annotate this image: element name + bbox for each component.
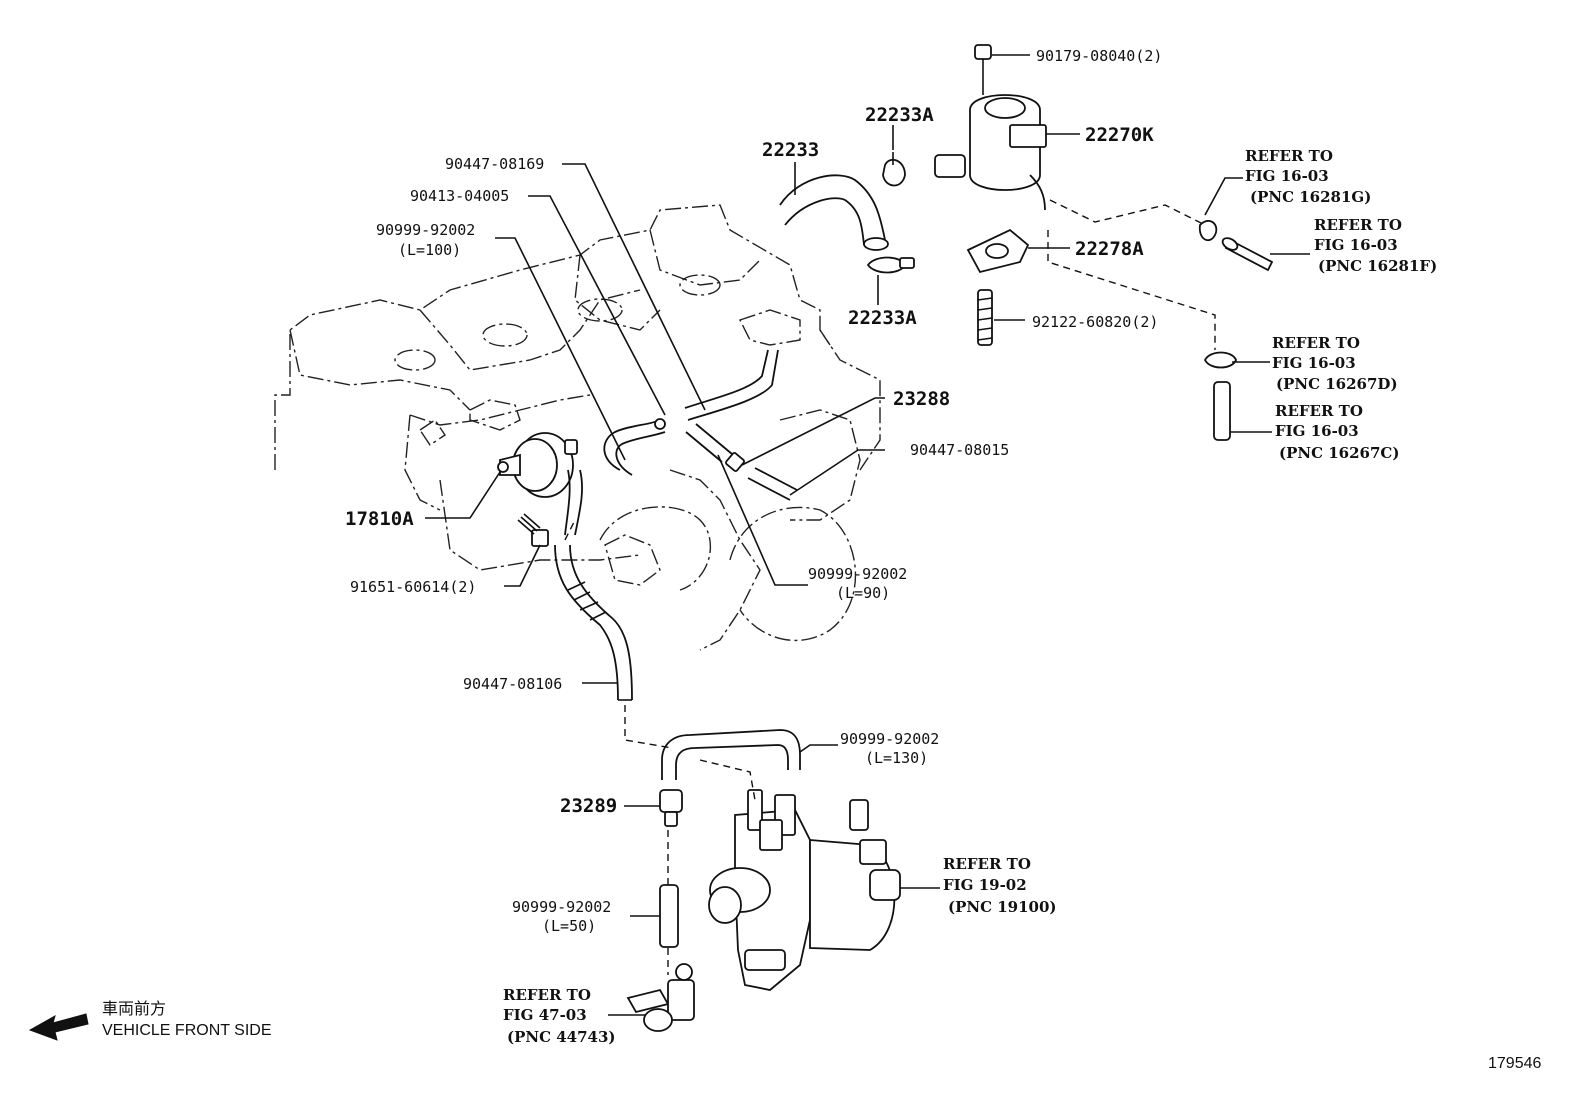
label-23288: 23288 <box>893 388 950 410</box>
clip-22233a-bottom <box>866 256 915 274</box>
right-hose-16267c <box>1213 381 1231 441</box>
refer-notes: REFER TO FIG 16-03 (PNC 16281G) REFER TO… <box>503 147 1437 1046</box>
label-90179-08040: 90179-08040(2) <box>1036 47 1162 65</box>
label-22233: 22233 <box>762 139 819 161</box>
label-90447-08169: 90447-08169 <box>445 155 544 173</box>
right-hose-16281f <box>1221 237 1274 272</box>
refer-16267d-line3: (PNC 16267D) <box>1276 375 1398 393</box>
refer-16281g-line1: REFER TO <box>1245 147 1333 165</box>
refer-19100-line1: REFER TO <box>943 855 1031 873</box>
bolt-91651 <box>517 513 549 547</box>
refer-16267c-line1: REFER TO <box>1275 402 1363 420</box>
refer-19100-line2: FIG 19-02 <box>943 876 1027 894</box>
refer-16267c-line3: (PNC 16267C) <box>1279 444 1399 462</box>
vehicle-front-indicator: 車両前方 VEHICLE FRONT SIDE <box>28 1000 272 1041</box>
refer-16281f-line2: FIG 16-03 <box>1314 236 1398 254</box>
clip-22233a-top <box>882 152 906 187</box>
distributor-assembly <box>708 789 901 991</box>
refer-16281g-line3: (PNC 16281G) <box>1250 188 1371 206</box>
label-length-130: (L=130) <box>865 749 928 767</box>
direction-label-en: VEHICLE FRONT SIDE <box>102 1022 272 1039</box>
label-90999-92002-d: 90999-92002 <box>512 898 611 916</box>
label-90999-92002-b: 90999-92002 <box>808 565 907 583</box>
label-22233a-bottom: 22233A <box>848 307 917 329</box>
figure-id: 179546 <box>1488 1055 1541 1072</box>
part-labels: 90179-08040(2) 22233A 22270K 22233 90447… <box>345 47 1162 935</box>
label-22233a-top: 22233A <box>865 104 934 126</box>
label-22278a: 22278A <box>1075 238 1144 260</box>
vacuum-switching-valve-22270k <box>934 44 1047 211</box>
refer-16267c-line2: FIG 16-03 <box>1275 422 1359 440</box>
arrow-left-icon <box>28 1013 89 1041</box>
vacuum-valve-17810a <box>497 432 578 498</box>
hose-90999-92002-l130 <box>661 729 801 780</box>
refer-44743-line3: (PNC 44743) <box>507 1028 616 1046</box>
fitting-44743 <box>626 963 695 1032</box>
phantom-connections <box>564 199 1216 975</box>
hose-90999-92002-l50 <box>659 884 679 948</box>
label-92122-60820: 92122-60820(2) <box>1032 313 1158 331</box>
refer-16281f-line1: REFER TO <box>1314 216 1402 234</box>
label-90413-04005: 90413-04005 <box>410 187 509 205</box>
refer-16267d-line1: REFER TO <box>1272 334 1360 352</box>
direction-label-jp: 車両前方 <box>102 1000 166 1018</box>
hose-22233 <box>779 174 889 251</box>
label-91651-60614: 91651-60614(2) <box>350 578 476 596</box>
label-90447-08015: 90447-08015 <box>910 441 1009 459</box>
label-90447-08106: 90447-08106 <box>463 675 562 693</box>
connector-23289 <box>659 789 683 827</box>
right-clip-16281g <box>1198 220 1218 242</box>
label-23289: 23289 <box>560 795 617 817</box>
engine-block-outline <box>274 204 881 651</box>
refer-16281g-line2: FIG 16-03 <box>1245 167 1329 185</box>
label-length-90: (L=90) <box>836 584 890 602</box>
label-22270k: 22270K <box>1085 124 1154 146</box>
refer-16267d-line2: FIG 16-03 <box>1272 354 1356 372</box>
label-length-50: (L=50) <box>542 917 596 935</box>
gasket-22278a <box>966 228 1030 274</box>
stud-92122 <box>977 289 993 346</box>
label-17810a: 17810A <box>345 508 414 530</box>
refer-19100-line3: (PNC 19100) <box>948 898 1057 916</box>
refer-16281f-line3: (PNC 16281F) <box>1318 257 1437 275</box>
refer-44743-line2: FIG 47-03 <box>503 1006 587 1024</box>
leader-lines <box>425 54 1310 1016</box>
label-90999-92002-a: 90999-92002 <box>376 221 475 239</box>
right-clip-16267d <box>1203 351 1237 369</box>
hose-network <box>554 349 798 701</box>
label-length-100: (L=100) <box>398 241 461 259</box>
refer-44743-line1: REFER TO <box>503 986 591 1004</box>
label-90999-92002-c: 90999-92002 <box>840 730 939 748</box>
